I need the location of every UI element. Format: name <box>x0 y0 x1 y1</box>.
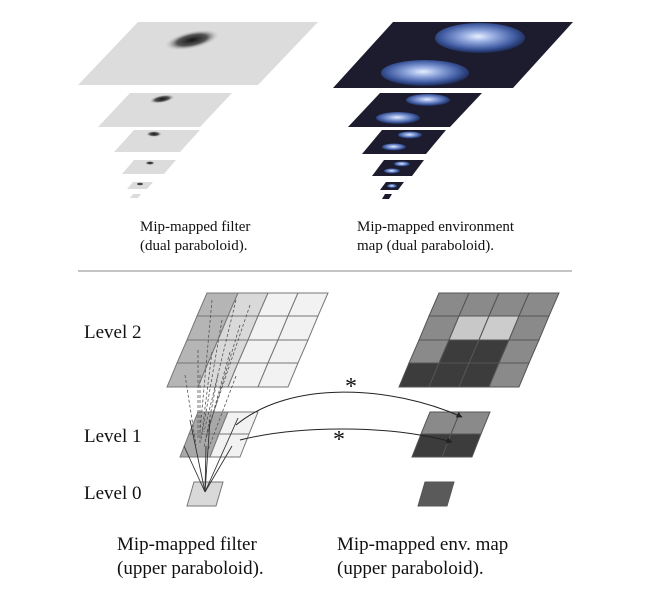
env-blob <box>435 23 525 53</box>
filter-grid-level2 <box>166 292 329 388</box>
filter-dashed-links <box>184 299 251 451</box>
env-grid-level1 <box>411 411 491 458</box>
filter-blob <box>145 161 155 165</box>
env-blob <box>406 94 450 106</box>
filter-grid-level0 <box>186 481 224 507</box>
filter-level-plane <box>78 22 318 85</box>
convolution-arrow-lower <box>239 428 453 444</box>
level-1-label: Level 1 <box>84 426 142 447</box>
env-blob <box>382 143 406 151</box>
env-blob <box>398 131 422 139</box>
level-2-label: Level 2 <box>84 322 142 343</box>
top-left-caption: Mip-mapped filter (dual paraboloid). <box>140 219 251 254</box>
bottom-right-caption: Mip-mapped env. map (upper paraboloid). <box>337 534 509 579</box>
top-right-caption: Mip-mapped environment map (dual parabol… <box>357 219 515 254</box>
filter-level-plane <box>98 93 232 127</box>
bottom-left-caption: Mip-mapped filter (upper paraboloid). <box>117 534 264 579</box>
filter-level-plane <box>122 160 176 174</box>
env-grid-level2 <box>398 292 560 388</box>
filter-grid-level1 <box>179 411 259 458</box>
env-blob <box>387 184 397 188</box>
filter-blob <box>164 29 220 51</box>
filter-level-plane <box>114 130 200 152</box>
filter-blob <box>146 131 162 137</box>
level-0-label: Level 0 <box>84 483 142 504</box>
convolution-symbol-upper: * <box>345 374 357 400</box>
env-blob <box>381 60 469 86</box>
filter-pyramid <box>78 22 318 198</box>
env-pyramid <box>333 22 573 199</box>
filter-level-plane <box>127 182 153 189</box>
filter-blob <box>137 182 143 186</box>
filter-solid-links <box>183 417 239 493</box>
env-blob <box>376 112 420 124</box>
filter-blob <box>149 94 175 104</box>
convolution-arrows <box>235 391 463 444</box>
env-blob <box>384 168 400 174</box>
env-level-plane <box>382 194 392 199</box>
env-blob <box>394 161 410 167</box>
filter-level-plane <box>130 194 141 198</box>
convolution-symbol-lower: * <box>333 427 345 453</box>
convolution-arrow-upper <box>235 391 463 426</box>
env-grid-level0 <box>417 481 455 507</box>
